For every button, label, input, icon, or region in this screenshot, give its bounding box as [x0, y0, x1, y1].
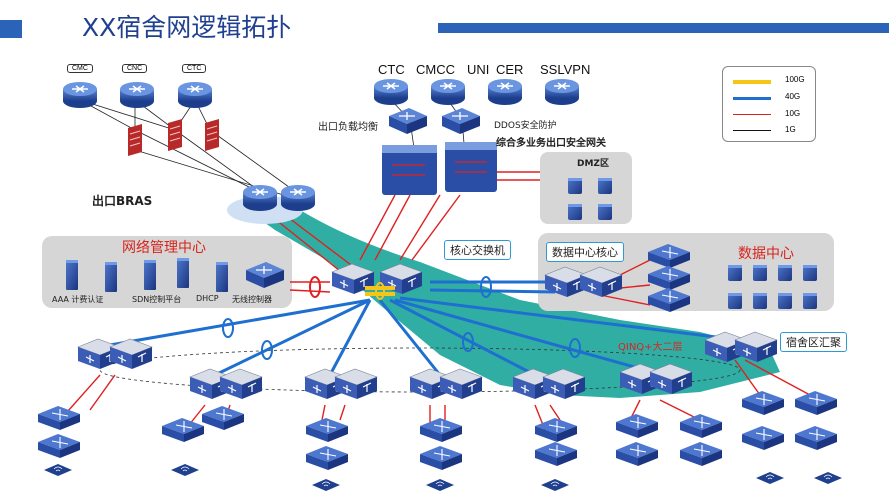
ddos-device [441, 107, 481, 135]
thick-blue-line-icon [733, 97, 771, 100]
mgmt-aaa-label: AAA 计费认证 [52, 295, 104, 304]
black-line-icon [733, 130, 771, 131]
isp-label-uni: UNI [467, 62, 490, 77]
isp-router-uni [487, 78, 523, 106]
mgmt-dhcp-label: DHCP [196, 294, 219, 303]
router-cmc [62, 81, 98, 109]
mgmt-sdn-label: SDN控制平台 [132, 295, 182, 304]
core-band [240, 205, 780, 398]
links-40g [109, 280, 741, 377]
mgmt-zone [42, 236, 292, 308]
red-line-icon [733, 114, 771, 115]
tag-cnc: CNC [122, 64, 148, 73]
tag-cmc: CMC [67, 64, 93, 73]
data-center-label: 数据中心 [738, 246, 794, 262]
load-balancer-device [388, 107, 428, 135]
isp-router-ctc [373, 78, 409, 106]
dc-core-label: 数据中心核心 [546, 242, 624, 262]
bras-router-2 [280, 184, 316, 212]
mgmt-wlc-label: 无线控制器 [232, 295, 272, 304]
dc-switches [647, 243, 691, 313]
qinq-label: QINQ+大二层 [618, 342, 683, 353]
tag-ctc: CTC [182, 64, 207, 73]
router-ctc [177, 81, 213, 109]
isp-label-sslvpn: SSLVPN [540, 62, 591, 77]
isp-label-cer: CER [496, 62, 524, 77]
dorm-agg-label: 宿舍区汇聚 [780, 332, 847, 352]
thick-yellow-line-icon [733, 80, 771, 84]
gateway-label: 综合多业务出口安全网关 [496, 138, 606, 149]
bras-label: 出口BRAS [92, 194, 153, 208]
bras-router-1 [242, 184, 278, 212]
legend: 100G 40G 10G 1G [722, 66, 816, 142]
firewall-2 [167, 118, 183, 152]
isp-router-sslvpn [544, 78, 580, 106]
link-aggregation-marks [222, 276, 581, 360]
mgmt-link-mark [309, 276, 321, 298]
core-switch-label: 核心交换机 [444, 240, 511, 260]
legend-1g: 1G [733, 125, 813, 137]
header-left-bar [0, 20, 22, 38]
router-cnc [119, 81, 155, 109]
dmz-label: DMZ区 [577, 159, 609, 169]
header-right-bar [438, 23, 889, 33]
page-title: XX宿舍网逻辑拓扑 [82, 13, 292, 42]
load-balance-label: 出口负载均衡 [318, 122, 378, 133]
firewall-3 [204, 118, 220, 152]
isp-router-cmcc [430, 78, 466, 106]
ddos-label: DDOS安全防护 [494, 121, 557, 131]
security-gateway [382, 142, 497, 195]
mgmt-center-label: 网络管理中心 [122, 240, 206, 256]
links-10g [59, 171, 811, 431]
firewall-1 [127, 123, 143, 157]
core-switch-device [331, 263, 423, 300]
legend-40g: 40G [733, 92, 813, 104]
legend-10g: 10G [733, 109, 813, 121]
isp-label-ctc: CTC [378, 62, 405, 77]
access-switches [37, 390, 838, 471]
isp-label-cmcc: CMCC [416, 62, 455, 77]
legend-100g: 100G [733, 75, 813, 87]
